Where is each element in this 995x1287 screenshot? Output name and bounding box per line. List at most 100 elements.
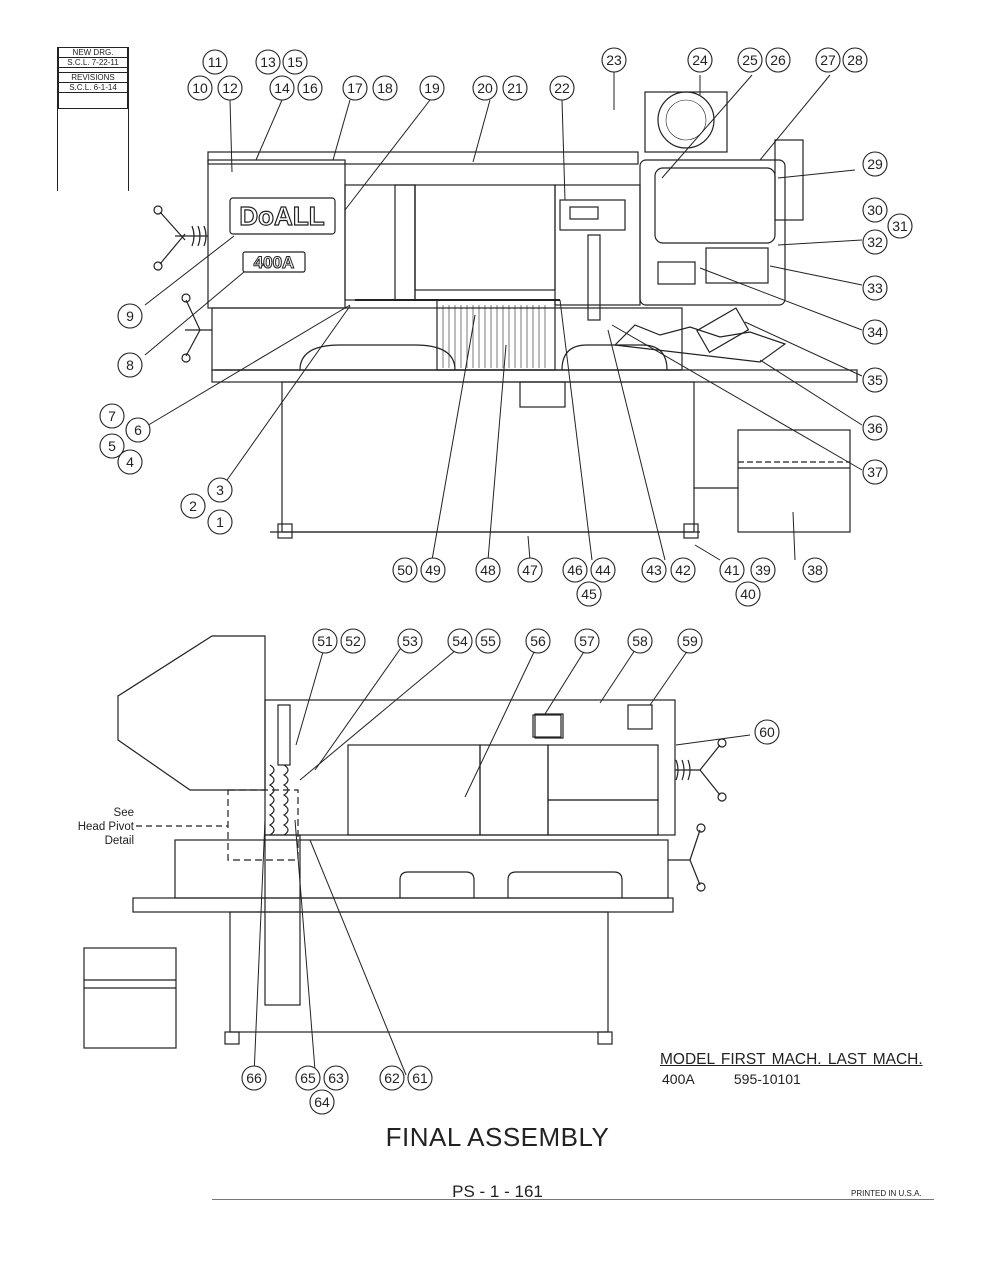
callout-29: 29: [867, 156, 883, 172]
callout-51: 51: [317, 633, 333, 649]
see-note-line-1: See: [113, 807, 134, 819]
page-number: PS - 1 - 161: [452, 1182, 543, 1201]
revisions-label: REVISIONS: [58, 73, 128, 83]
callout-19: 19: [424, 80, 440, 96]
callout-62: 62: [384, 1070, 400, 1086]
drive-wheel-cover: [639, 159, 786, 306]
callout-61: 61: [412, 1070, 428, 1086]
callout-49: 49: [425, 562, 441, 578]
callout-33: 33: [867, 280, 883, 296]
stand-top: [211, 369, 858, 383]
callout-46: 46: [567, 562, 583, 578]
callout-45: 45: [581, 586, 597, 602]
callout-34: 34: [867, 324, 883, 340]
model-table-header: MODEL FIRST MACH. LAST MACH.: [660, 1051, 923, 1068]
blade-guide-arm-right: [554, 184, 641, 306]
callout-23: 23: [606, 52, 622, 68]
callout-36: 36: [867, 420, 883, 436]
callout-6: 6: [134, 422, 142, 438]
callout-7: 7: [108, 408, 116, 424]
head-top-rail: [207, 151, 639, 165]
callout-58: 58: [632, 633, 648, 649]
motor-fan: [657, 91, 715, 149]
side-control-column: [264, 834, 301, 1006]
callout-32: 32: [867, 234, 883, 250]
motor-housing: [644, 91, 728, 153]
callout-64: 64: [314, 1094, 330, 1110]
new-drg-value: S.C.L. 7-22-11: [58, 58, 128, 68]
callout-43: 43: [646, 562, 662, 578]
model-badge-frame: [242, 251, 306, 273]
callout-63: 63: [328, 1070, 344, 1086]
revisions-value: S.C.L. 6-1-14: [58, 83, 128, 93]
callout-28: 28: [847, 52, 863, 68]
doall-logo: DoALL: [239, 201, 324, 231]
doall-logo-frame: [229, 197, 336, 235]
callout-1: 1: [216, 514, 224, 530]
callout-39: 39: [755, 562, 771, 578]
callout-13: 13: [260, 54, 276, 70]
callout-9: 9: [126, 308, 134, 324]
callout-27: 27: [820, 52, 836, 68]
callout-44: 44: [595, 562, 611, 578]
callout-31: 31: [892, 218, 908, 234]
callout-16: 16: [302, 80, 318, 96]
callout-48: 48: [480, 562, 496, 578]
callout-66: 66: [246, 1070, 262, 1086]
callout-2: 2: [189, 498, 197, 514]
callout-5: 5: [108, 438, 116, 454]
revision-block: NEW DRG. S.C.L. 7-22-11 REVISIONS S.C.L.…: [57, 47, 129, 191]
printed-in-usa: PRINTED IN U.S.A.: [851, 1189, 922, 1198]
see-note-line-2: Head Pivot: [77, 821, 134, 833]
callout-12: 12: [222, 80, 238, 96]
side-bed: [174, 839, 669, 899]
callout-50: 50: [397, 562, 413, 578]
callout-14: 14: [274, 80, 290, 96]
callout-22: 22: [554, 80, 570, 96]
stand-body: [281, 381, 695, 533]
new-drg-label: NEW DRG.: [58, 47, 128, 58]
callout-4: 4: [126, 454, 134, 470]
callout-35: 35: [867, 372, 883, 388]
side-stand: [229, 911, 609, 1033]
drawing-title: FINAL ASSEMBLY: [385, 1122, 610, 1152]
callout-42: 42: [675, 562, 691, 578]
revision-blank-row: [58, 93, 128, 109]
callout-56: 56: [530, 633, 546, 649]
callout-21: 21: [507, 80, 523, 96]
see-note-line-3: Detail: [104, 835, 134, 847]
callout-8: 8: [126, 357, 134, 373]
callout-59: 59: [682, 633, 698, 649]
callout-26: 26: [770, 52, 786, 68]
blade-guide-arm-left: [344, 184, 416, 301]
callout-57: 57: [579, 633, 595, 649]
callout-25: 25: [742, 52, 758, 68]
callout-60: 60: [759, 724, 775, 740]
revision-spacer: [58, 68, 128, 73]
callout-15: 15: [287, 54, 303, 70]
control-panel: [559, 199, 626, 231]
callout-30: 30: [867, 202, 883, 218]
side-head-body: [264, 699, 676, 836]
footer-rule: [212, 1199, 934, 1200]
callout-55: 55: [480, 633, 496, 649]
bed-casting: [211, 307, 683, 371]
callout-18: 18: [377, 80, 393, 96]
callout-53: 53: [402, 633, 418, 649]
callout-54: 54: [452, 633, 468, 649]
first-mach-value: 595-10101: [733, 1071, 801, 1087]
callout-40: 40: [740, 586, 756, 602]
callout-20: 20: [477, 80, 493, 96]
side-head-guard: [117, 635, 266, 791]
callout-47: 47: [522, 562, 538, 578]
callout-38: 38: [807, 562, 823, 578]
model-value: 400A: [662, 1071, 695, 1087]
see-head-pivot-note: See Head Pivot Detail: [64, 806, 134, 848]
callout-11: 11: [208, 54, 223, 70]
callout-37: 37: [867, 464, 883, 480]
side-coolant-tank: [83, 947, 177, 1049]
model-badge: 400A: [254, 253, 295, 272]
callout-10: 10: [192, 80, 208, 96]
model-table-row: 400A 595-10101: [662, 1071, 848, 1087]
callout-24: 24: [692, 52, 708, 68]
